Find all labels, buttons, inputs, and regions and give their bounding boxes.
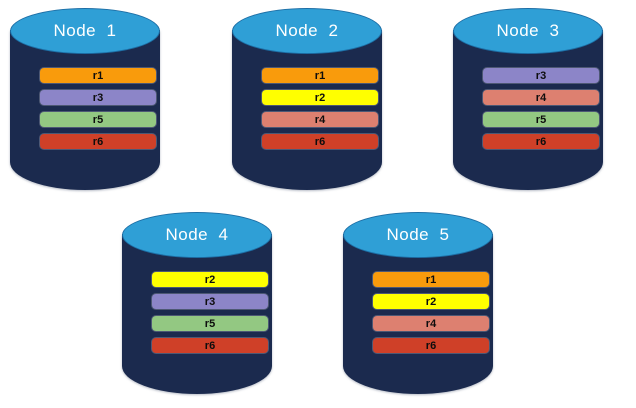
cylinder-body	[10, 30, 160, 190]
cylinder-top-icon	[122, 212, 272, 258]
replica-segment-r5[interactable]: r5	[483, 112, 599, 127]
replica-segment-r6[interactable]: r6	[262, 134, 378, 149]
database-node-1[interactable]: Node 1 r1 r3 r5 r6	[10, 8, 160, 190]
database-node-2[interactable]: Node 2 r1 r2 r4 r6	[232, 8, 382, 190]
database-node-4[interactable]: Node 4 r2 r3 r5 r6	[122, 212, 272, 394]
replica-segment-list: r3 r4 r5 r6	[483, 68, 599, 149]
node-label: Node 1	[53, 21, 117, 40]
replica-segment-r1[interactable]: r1	[373, 272, 489, 287]
cylinder-body	[232, 30, 382, 190]
database-node-5[interactable]: Node 5 r1 r2 r4 r6	[343, 212, 493, 394]
cylinder-top-icon	[10, 8, 160, 54]
replica-segment-r3[interactable]: r3	[40, 90, 156, 105]
replica-segment-r5[interactable]: r5	[40, 112, 156, 127]
cylinder-top-icon	[232, 8, 382, 54]
replica-segment-r2[interactable]: r2	[262, 90, 378, 105]
node-label: Node 2	[275, 21, 339, 40]
cylinder-top-icon	[343, 212, 493, 258]
cylinder-body	[122, 234, 272, 394]
replica-segment-r1[interactable]: r1	[40, 68, 156, 83]
replica-segment-list: r1 r2 r4 r6	[373, 272, 489, 353]
replica-segment-r6[interactable]: r6	[152, 338, 268, 353]
replica-segment-r1[interactable]: r1	[262, 68, 378, 83]
replica-segment-list: r1 r3 r5 r6	[40, 68, 156, 149]
cylinder-body	[343, 234, 493, 394]
replica-segment-r2[interactable]: r2	[373, 294, 489, 309]
replica-segment-r6[interactable]: r6	[483, 134, 599, 149]
replica-segment-r3[interactable]: r3	[152, 294, 268, 309]
cylinder-body	[453, 30, 603, 190]
replica-segment-r4[interactable]: r4	[262, 112, 378, 127]
replica-segment-r5[interactable]: r5	[152, 316, 268, 331]
replica-segment-list: r2 r3 r5 r6	[152, 272, 268, 353]
replica-segment-list: r1 r2 r4 r6	[262, 68, 378, 149]
replica-segment-r4[interactable]: r4	[373, 316, 489, 331]
node-label: Node 3	[496, 21, 560, 40]
replica-segment-r6[interactable]: r6	[40, 134, 156, 149]
node-label: Node 4	[165, 225, 229, 244]
replica-segment-r4[interactable]: r4	[483, 90, 599, 105]
node-label: Node 5	[386, 225, 450, 244]
cylinder-top-icon	[453, 8, 603, 54]
database-node-3[interactable]: Node 3 r3 r4 r5 r6	[453, 8, 603, 190]
replica-segment-r3[interactable]: r3	[483, 68, 599, 83]
replica-segment-r6[interactable]: r6	[373, 338, 489, 353]
replica-segment-r2[interactable]: r2	[152, 272, 268, 287]
